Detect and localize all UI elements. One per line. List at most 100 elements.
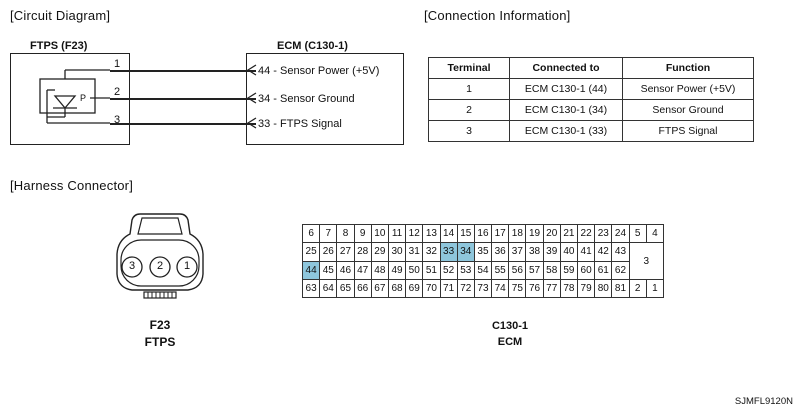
- ecm-pin-49: 49: [387, 260, 407, 280]
- ecm-pin-34: 34 - Sensor Ground: [258, 93, 355, 105]
- ecm-pin-arrows: [246, 64, 257, 129]
- ecm-pin-69: 69: [405, 278, 424, 299]
- ecm-pin-55: 55: [491, 260, 510, 280]
- ecm-connector-name: ECM: [497, 336, 523, 348]
- harness-connector-title: [Harness Connector]: [10, 178, 134, 193]
- ecm-pin-66: 66: [353, 278, 372, 299]
- ecm-connector-label: C130-1: [491, 320, 529, 332]
- cell-terminal: 1: [428, 78, 510, 100]
- connection-info-title: [Connection Information]: [424, 8, 571, 23]
- ecm-pin-41: 41: [576, 242, 596, 262]
- ecm-pin-13: 13: [422, 223, 441, 244]
- ecm-pin-57: 57: [525, 260, 544, 280]
- ecm-pin-64: 64: [319, 278, 338, 299]
- cell-terminal: 2: [428, 99, 510, 121]
- ftps-label: FTPS (F23): [30, 40, 88, 52]
- ecm-pin-9: 9: [353, 223, 372, 244]
- ecm-pin-77: 77: [542, 278, 561, 299]
- ecm-pin-7: 7: [319, 223, 338, 244]
- ecm-pin-80: 80: [594, 278, 613, 299]
- ecm-pin-81: 81: [611, 278, 630, 299]
- cell-terminal: 3: [428, 120, 510, 142]
- connection-table-header: Terminal Connected to Function: [428, 57, 754, 79]
- ecm-pin-71: 71: [439, 278, 458, 299]
- ecm-pin-4: 4: [645, 223, 664, 244]
- ecm-pin-42: 42: [594, 242, 613, 262]
- ecm-pin-24: 24: [611, 223, 630, 244]
- ecm-pin-32: 32: [422, 242, 441, 262]
- wire-num-2: 2: [114, 86, 121, 98]
- ecm-pin-68: 68: [387, 278, 407, 299]
- ecm-pin-62: 62: [611, 260, 630, 280]
- wire-1: [110, 70, 256, 72]
- ecm-pin-53: 53: [456, 260, 475, 280]
- ecm-pin-72: 72: [456, 278, 475, 299]
- cell-function: Sensor Power (+5V): [622, 78, 754, 100]
- ecm-pin-3: 3: [628, 242, 664, 280]
- f23-connector-label: F23: [149, 318, 171, 332]
- ecm-pin-56: 56: [508, 260, 527, 280]
- ecm-pin-61: 61: [594, 260, 613, 280]
- ecm-pin-35: 35: [473, 242, 493, 262]
- ecm-label: ECM (C130-1): [277, 40, 348, 52]
- header-function: Function: [622, 57, 754, 79]
- pressure-sensor-symbol: [39, 69, 110, 124]
- ecm-pin-34: 34: [456, 242, 475, 262]
- table-row: 1 ECM C130-1 (44) Sensor Power (+5V): [428, 78, 754, 100]
- connection-table: Terminal Connected to Function 1 ECM C13…: [428, 57, 754, 142]
- ecm-pin-51: 51: [422, 260, 441, 280]
- ecm-pin-14: 14: [439, 223, 458, 244]
- ecm-pin-46: 46: [336, 260, 355, 280]
- wire-num-3: 3: [114, 114, 121, 126]
- ecm-pin-78: 78: [559, 278, 579, 299]
- ecm-pin-63: 63: [301, 278, 321, 299]
- ecm-pin-67: 67: [370, 278, 389, 299]
- ecm-pin-21: 21: [559, 223, 579, 244]
- ecm-pin-37: 37: [508, 242, 527, 262]
- cell-connected-to: ECM C130-1 (44): [509, 78, 623, 100]
- ecm-pin-23: 23: [594, 223, 613, 244]
- ecm-pin-2: 2: [628, 278, 647, 299]
- ecm-pin-30: 30: [387, 242, 407, 262]
- ecm-pin-19: 19: [525, 223, 544, 244]
- cell-connected-to: ECM C130-1 (34): [509, 99, 623, 121]
- ecm-pin-36: 36: [491, 242, 510, 262]
- ecm-pin-43: 43: [611, 242, 630, 262]
- wire-num-1: 1: [114, 58, 121, 70]
- ecm-pin-65: 65: [336, 278, 355, 299]
- ecm-pin-26: 26: [319, 242, 338, 262]
- table-row: 2 ECM C130-1 (34) Sensor Ground: [428, 99, 754, 121]
- cell-function: FTPS Signal: [622, 120, 754, 142]
- ecm-pin-44: 44: [301, 260, 321, 280]
- cell-function: Sensor Ground: [622, 99, 754, 121]
- ecm-pin-58: 58: [542, 260, 561, 280]
- f23-pin-1: 1: [183, 260, 191, 272]
- header-terminal: Terminal: [428, 57, 510, 79]
- wire-3: [110, 123, 256, 125]
- ecm-pin-38: 38: [525, 242, 544, 262]
- sensor-p-label: P: [80, 93, 87, 103]
- ecm-pin-5: 5: [628, 223, 647, 244]
- ecm-pin-27: 27: [336, 242, 355, 262]
- ecm-pin-28: 28: [353, 242, 372, 262]
- cell-connected-to: ECM C130-1 (33): [509, 120, 623, 142]
- ecm-pin-59: 59: [559, 260, 579, 280]
- ecm-pin-8: 8: [336, 223, 355, 244]
- ecm-pin-22: 22: [576, 223, 596, 244]
- ecm-pin-70: 70: [422, 278, 441, 299]
- table-row: 3 ECM C130-1 (33) FTPS Signal: [428, 120, 754, 142]
- wire-2: [110, 98, 256, 100]
- ecm-pin-1: 1: [645, 278, 664, 299]
- ecm-pin-10: 10: [370, 223, 389, 244]
- ecm-pin-74: 74: [491, 278, 510, 299]
- ecm-pin-20: 20: [542, 223, 561, 244]
- ecm-pin-52: 52: [439, 260, 458, 280]
- ecm-pin-25: 25: [301, 242, 321, 262]
- ecm-pin-11: 11: [387, 223, 407, 244]
- ecm-pin-45: 45: [319, 260, 338, 280]
